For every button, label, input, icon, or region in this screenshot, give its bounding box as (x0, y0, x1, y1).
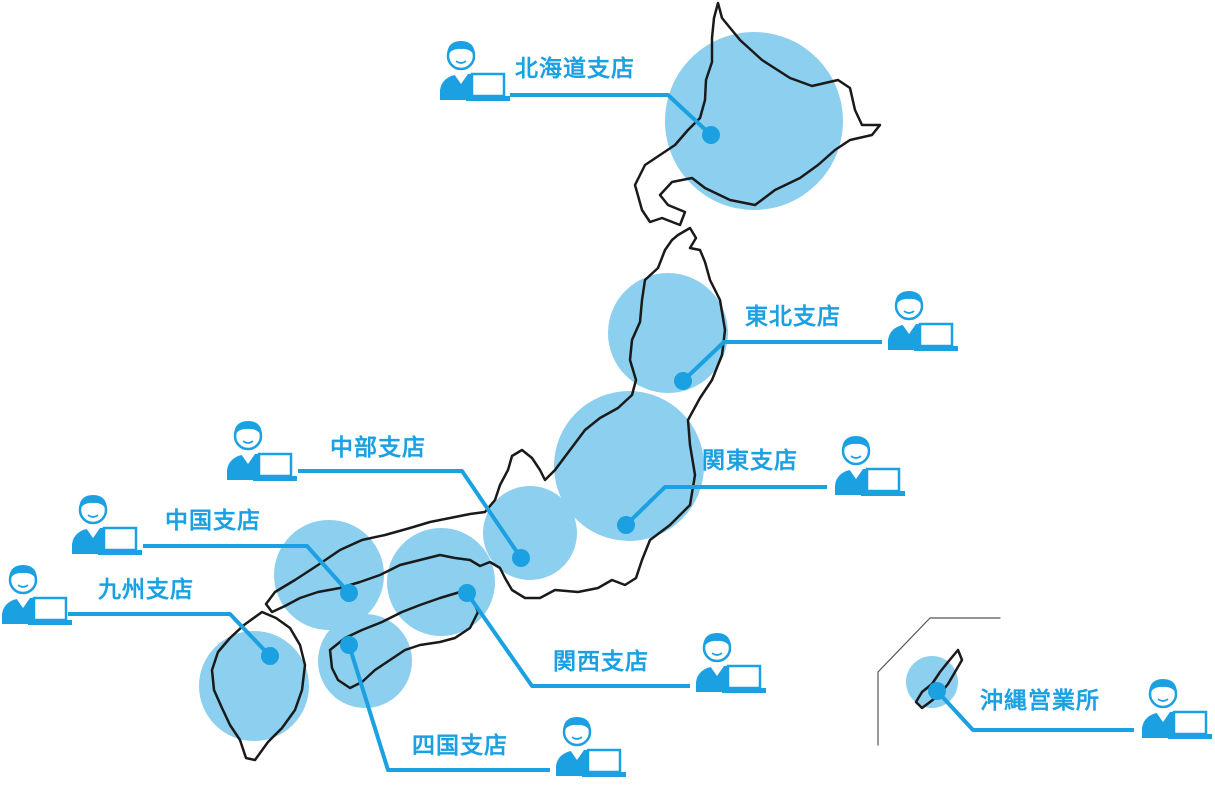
area-hokkaido (665, 32, 843, 210)
label-shikoku: 四国支店 (412, 733, 508, 759)
area-kansai (387, 528, 495, 636)
area-kanto (554, 391, 704, 541)
area-kyushu (199, 631, 309, 741)
label-hokkaido: 北海道支店 (515, 56, 635, 82)
office-worker-icon (2, 565, 72, 625)
dot-kanto (617, 516, 635, 534)
outline-honshu (264, 226, 727, 614)
leader-lines (68, 93, 1134, 772)
label-kansai: 関西支店 (553, 649, 649, 675)
label-okinawa: 沖縄営業所 (980, 688, 1100, 714)
area-tohoku (608, 273, 728, 393)
leader-hokkaido (510, 93, 713, 137)
dot-hokkaido (702, 126, 720, 144)
label-chubu: 中部支店 (330, 435, 426, 461)
dot-okinawa (928, 682, 946, 700)
okinawa-inset-frame (877, 617, 1001, 746)
outline-hokkaido (633, 1, 882, 227)
dot-tohoku (674, 372, 692, 390)
label-chugoku: 中国支店 (165, 508, 261, 534)
area-chubu (483, 486, 577, 580)
leader-kansai (465, 591, 690, 688)
leader-kanto (624, 485, 827, 527)
leader-chubu (298, 469, 523, 560)
leader-kyushu (68, 612, 272, 658)
office-worker-icon (888, 291, 958, 351)
service-areas (199, 32, 958, 741)
area-chugoku (274, 520, 384, 630)
dot-kyushu (261, 647, 279, 665)
dot-chubu (512, 549, 530, 567)
label-kanto: 関東支店 (702, 448, 798, 474)
office-worker-icon (72, 495, 142, 555)
leader-okinawa (935, 689, 1134, 732)
office-worker-icon (556, 717, 626, 777)
label-kyushu: 九州支店 (98, 577, 194, 603)
office-worker-icon (440, 41, 510, 101)
leader-shikoku (347, 644, 550, 772)
outline-okinawa (914, 648, 964, 710)
office-worker-icon (227, 421, 297, 481)
label-tohoku: 東北支店 (745, 304, 841, 330)
outline-shikoku (328, 590, 480, 690)
office-worker-icon (835, 436, 905, 496)
anchor-dots (261, 126, 946, 700)
dot-shikoku (340, 636, 358, 654)
office-worker-icon (1142, 679, 1212, 739)
leader-chugoku (143, 544, 351, 595)
leader-tohoku (681, 340, 882, 383)
dot-kansai (458, 584, 476, 602)
office-worker-icon (696, 633, 766, 693)
island-outlines (210, 1, 1001, 762)
dot-chugoku (340, 584, 358, 602)
outline-kyushu (210, 610, 307, 762)
area-shikoku (318, 614, 412, 708)
